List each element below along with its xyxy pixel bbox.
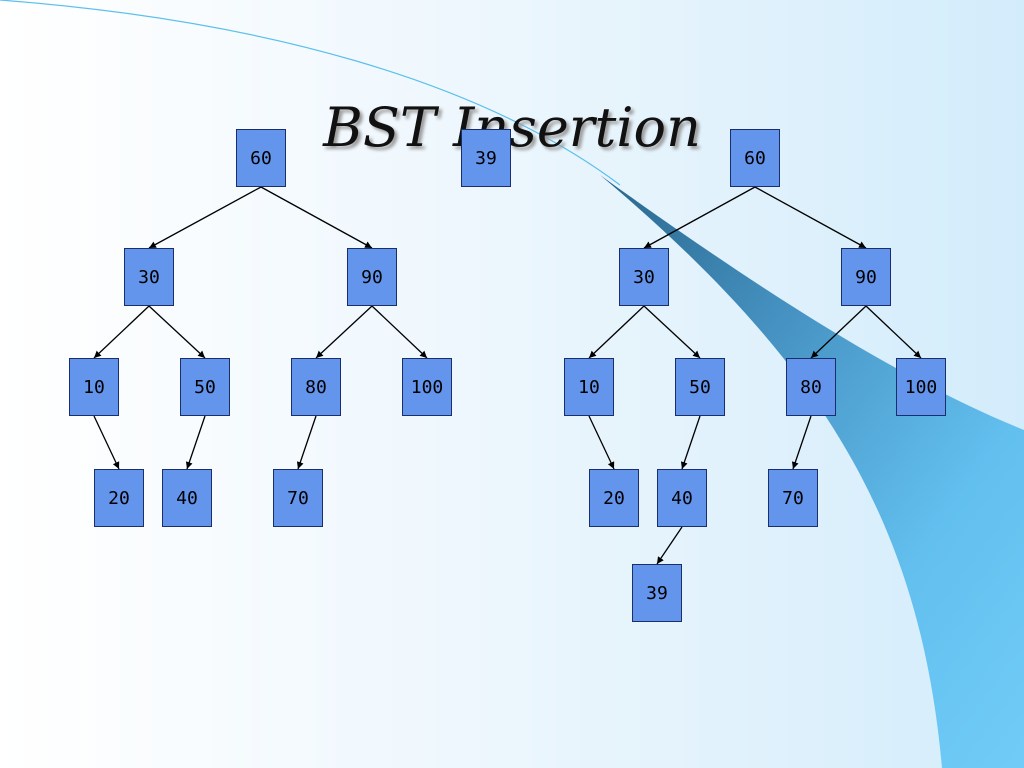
before-tree-node-80: 80: [291, 358, 341, 416]
after-tree-node-70: 70: [768, 469, 818, 527]
before-tree-edge: [148, 186, 262, 249]
before-tree-node-100: 100: [402, 358, 452, 416]
after-tree-node-100: 100: [896, 358, 946, 416]
before-tree-node-90: 90: [347, 248, 397, 306]
before-tree-edge: [93, 305, 150, 359]
after-tree-node-39: 39: [632, 564, 682, 622]
before-tree-node-30: 30: [124, 248, 174, 306]
after-tree-node-50: 50: [675, 358, 725, 416]
before-tree-edge: [260, 186, 373, 249]
after-tree-edge: [810, 305, 867, 359]
after-tree-edge: [865, 305, 922, 359]
after-tree-edge: [680, 415, 701, 470]
after-tree-edge: [588, 305, 645, 359]
after-tree-edge: [643, 305, 701, 359]
after-tree-edge: [656, 526, 683, 565]
after-tree-node-10: 10: [564, 358, 614, 416]
slide-title: BST Insertion: [323, 96, 701, 159]
after-tree-node-60: 60: [730, 129, 780, 187]
after-tree-edge: [588, 415, 615, 470]
before-tree-node-50: 50: [180, 358, 230, 416]
after-tree-edge: [791, 415, 812, 470]
before-tree-edge: [185, 415, 206, 470]
before-tree-edge: [315, 305, 373, 359]
after-tree-node-40: 40: [657, 469, 707, 527]
after-tree-node-20: 20: [589, 469, 639, 527]
before-tree-node-10: 10: [69, 358, 119, 416]
after-tree-node-80: 80: [786, 358, 836, 416]
before-tree-edge: [296, 415, 317, 470]
before-tree-node-20: 20: [94, 469, 144, 527]
insert-key-node: 39: [461, 129, 511, 187]
after-tree-edge: [754, 186, 867, 249]
before-tree-edge: [93, 415, 120, 470]
before-tree-edge: [371, 305, 428, 359]
after-tree-node-90: 90: [841, 248, 891, 306]
before-tree-node-70: 70: [273, 469, 323, 527]
before-tree-node-60: 60: [236, 129, 286, 187]
after-tree-node-30: 30: [619, 248, 669, 306]
before-tree-edge: [148, 305, 206, 359]
before-tree-node-40: 40: [162, 469, 212, 527]
after-tree-edge: [643, 186, 756, 249]
